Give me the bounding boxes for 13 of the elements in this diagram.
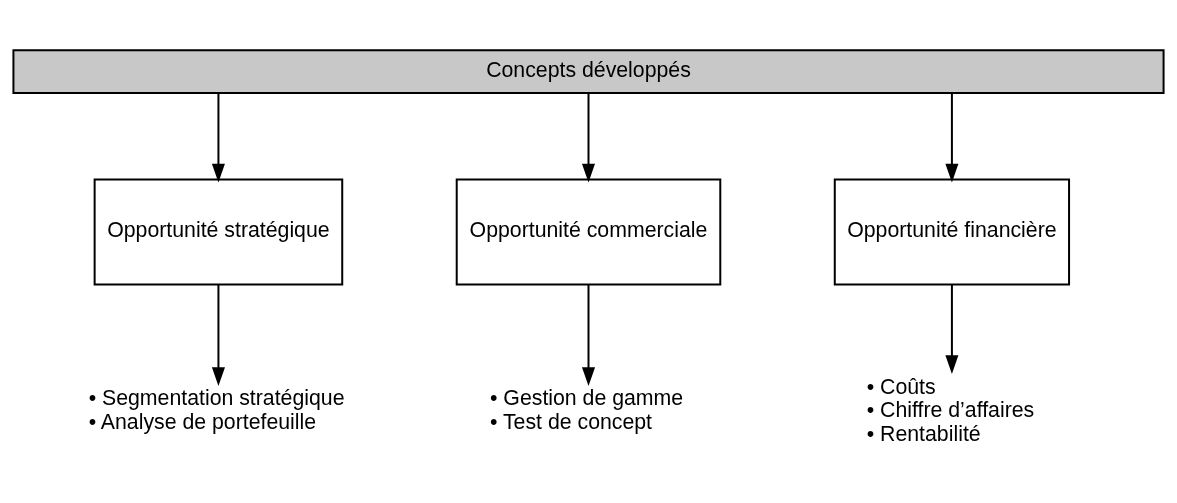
arrow xyxy=(211,283,225,386)
arrow xyxy=(581,91,596,182)
node-text: • Coûts • Chiffre d’affaires • Rentabilité xyxy=(866,374,1035,446)
node-text: • Gestion de gamme • Test de concept xyxy=(489,385,684,434)
arrow xyxy=(211,91,225,182)
node-box: Opportunité stratégique xyxy=(93,177,344,286)
arrow xyxy=(581,283,596,386)
arrow xyxy=(945,91,959,182)
node-text: • Segmentation stratégique • Analyse de portefeuille xyxy=(88,385,345,434)
node-box: Opportunité financière xyxy=(833,177,1071,286)
arrow xyxy=(945,283,959,374)
node-box: Concepts développés xyxy=(12,48,1165,94)
node-box: Opportunité commerciale xyxy=(455,177,722,286)
